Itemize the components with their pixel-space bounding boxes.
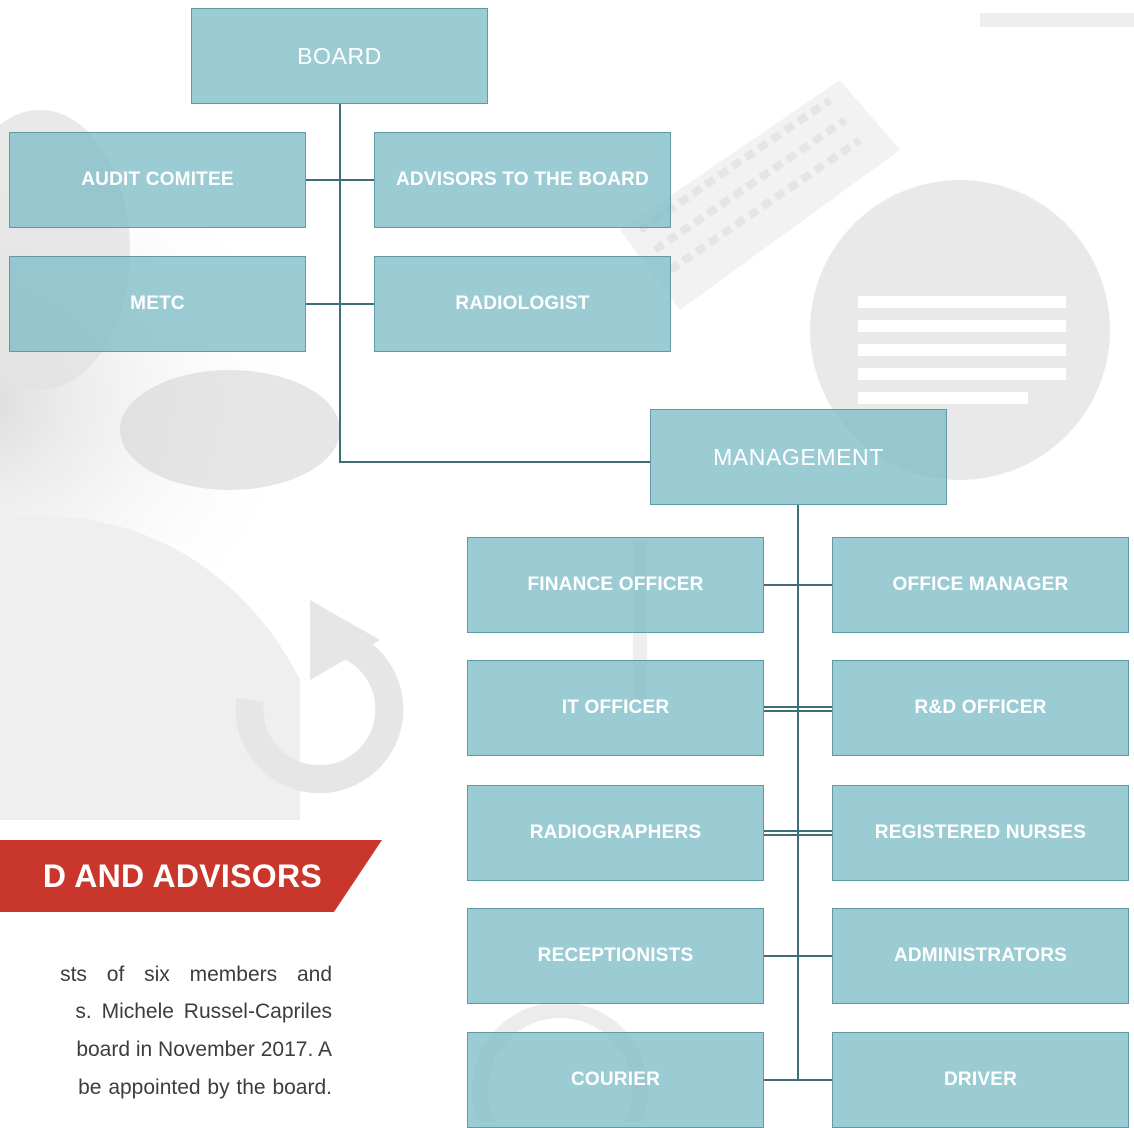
- courier-node: COURIER: [467, 1032, 764, 1128]
- receptionists-node: RECEPTIONISTS: [467, 908, 764, 1004]
- mgmt-branch-line-3: [764, 830, 832, 836]
- it-officer-node: IT OFFICER: [467, 660, 764, 756]
- registered-nurses-node: REGISTERED NURSES: [832, 785, 1129, 881]
- section-heading: D AND ADVISORS: [42, 857, 322, 894]
- board-node: BOARD: [191, 8, 488, 104]
- refresh-arrow: [235, 600, 404, 794]
- section-body-text: sts of six members and s. Michele Russel…: [0, 946, 332, 1122]
- body-line-3: board in November 2017. A: [76, 1038, 332, 1061]
- body-line-4: be appointed by the board.: [78, 1076, 332, 1099]
- driver-node: DRIVER: [832, 1032, 1129, 1128]
- rnd-officer-node: R&D OFFICER: [832, 660, 1129, 756]
- office-manager-node: OFFICE MANAGER: [832, 537, 1129, 633]
- section-banner: D AND ADVISORS: [0, 840, 382, 912]
- body-line-1: sts of six members and: [60, 963, 332, 986]
- document-circle: [810, 180, 1110, 480]
- board-to-management-line: [339, 104, 650, 463]
- management-node: MANAGEMENT: [650, 409, 947, 505]
- banner-shape: [0, 840, 382, 912]
- administrators-node: ADMINISTRATORS: [832, 908, 1129, 1004]
- metc-node: METC: [9, 256, 306, 352]
- mgmt-branch-line-2: [764, 706, 832, 712]
- keyboard-graphic: [620, 80, 900, 310]
- radiologist-node: RADIOLOGIST: [374, 256, 671, 352]
- body-line-2: s. Michele Russel-Capriles: [75, 1000, 332, 1023]
- advisors-node: ADVISORS TO THE BOARD: [374, 132, 671, 228]
- finance-officer-node: FINANCE OFFICER: [467, 537, 764, 633]
- radiographers-node: RADIOGRAPHERS: [467, 785, 764, 881]
- audit-committee-node: AUDIT COMITEE: [9, 132, 306, 228]
